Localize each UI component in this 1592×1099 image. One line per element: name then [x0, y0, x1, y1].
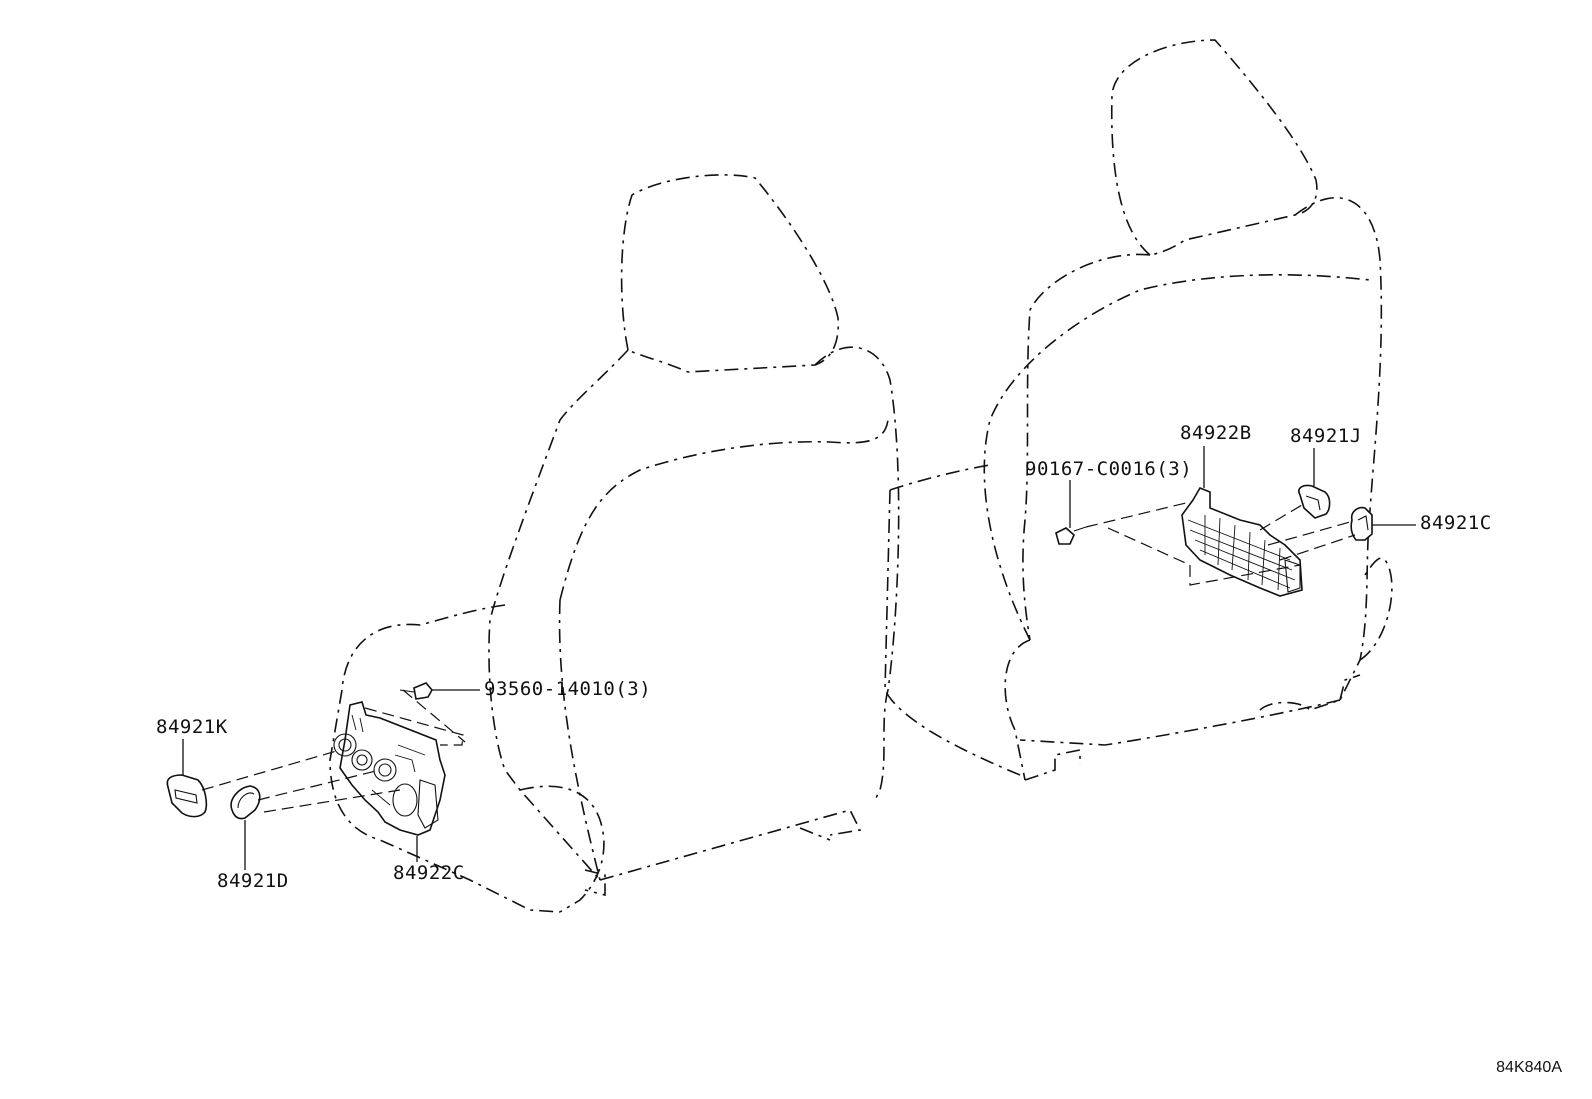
callout-84922c: 84922C: [393, 862, 465, 884]
callout-90167-c0016: 90167-C0016(3): [1025, 458, 1193, 480]
bolt-90167-c0016: [1055, 526, 1087, 545]
drawing-reference-code: 84K840A: [1496, 1059, 1562, 1076]
knob-84921j: [1298, 484, 1331, 519]
callout-84921d: 84921D: [217, 870, 289, 892]
callout-84921j: 84921J: [1290, 425, 1362, 447]
switch-assembly-84922c: [333, 701, 446, 836]
callout-84921k: 84921K: [156, 716, 228, 738]
callout-93560-14010: 93560-14010(3): [484, 678, 652, 700]
switch-assembly-84922b: [1181, 487, 1303, 597]
left-seat-outline: [329, 174, 900, 913]
callout-84921c: 84921C: [1420, 512, 1492, 534]
right-assembly-lines: [1085, 501, 1356, 586]
leader-lines: [182, 446, 1416, 870]
right-seat-outline: [884, 39, 1393, 781]
left-assembly-lines: [201, 689, 466, 813]
knob-84921c: [1350, 506, 1373, 541]
callout-84922b: 84922B: [1180, 422, 1252, 444]
knob-84921d: [230, 785, 261, 820]
knob-84921k: [166, 774, 208, 818]
bolt-93560-14010: [399, 682, 433, 700]
